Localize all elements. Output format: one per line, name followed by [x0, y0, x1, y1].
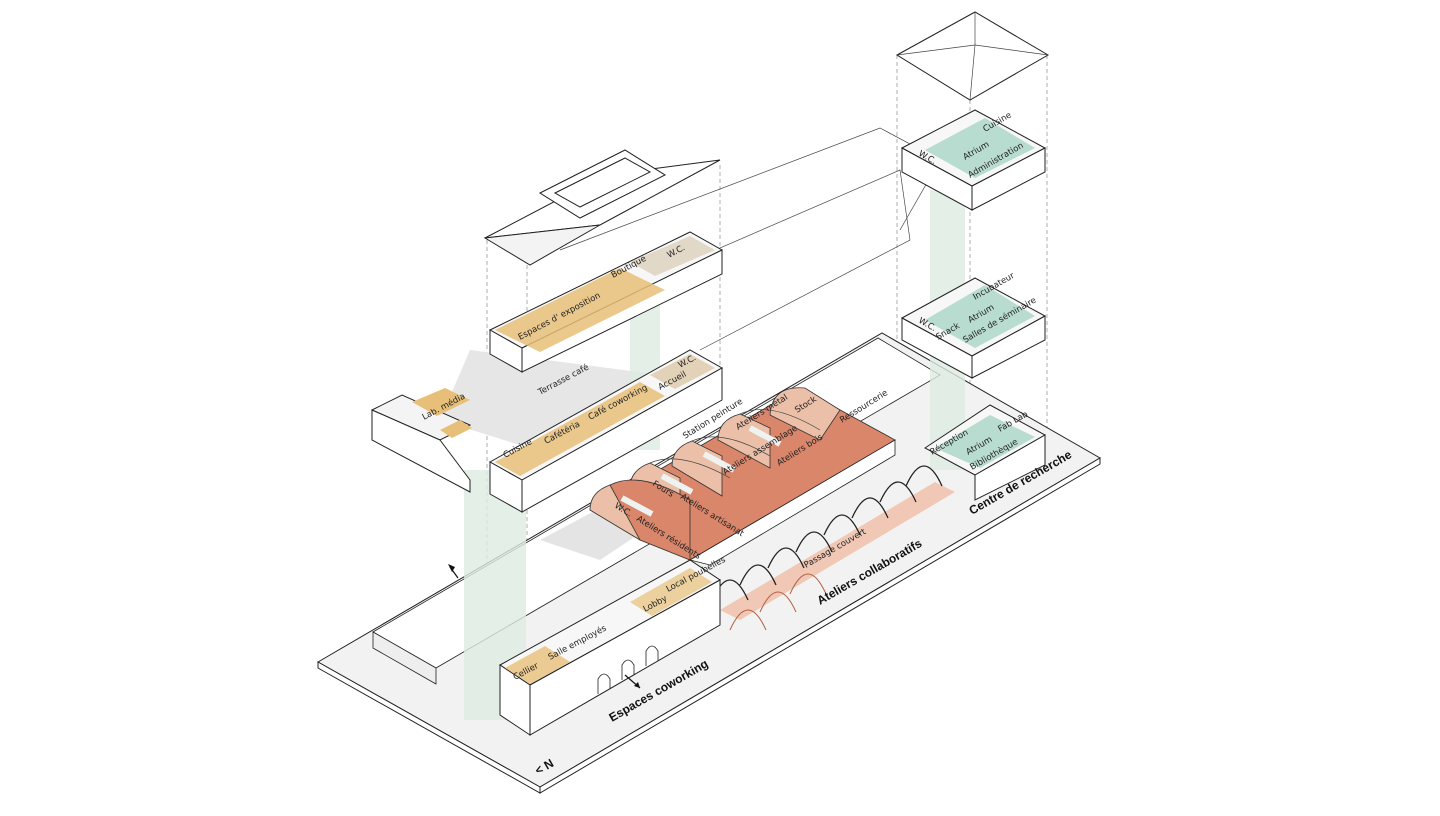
coworking-ground-floor: [448, 559, 721, 736]
coworking-roof: [483, 149, 721, 266]
recherche-top-floor: [900, 109, 1047, 211]
entry-arrow-icon: [448, 564, 455, 572]
passage-arches: [711, 465, 955, 631]
ateliers-vaults: [589, 387, 896, 566]
coworking-upper-floor: [488, 231, 724, 373]
lab-media-block: [370, 388, 472, 493]
coworking-lower-floor: [488, 349, 724, 513]
entry-arrow-icon: [634, 682, 640, 688]
recherche-roof: [896, 11, 1049, 101]
recherche-ground-floor: [924, 404, 1047, 501]
recherche-mid-floor: [900, 277, 1047, 379]
